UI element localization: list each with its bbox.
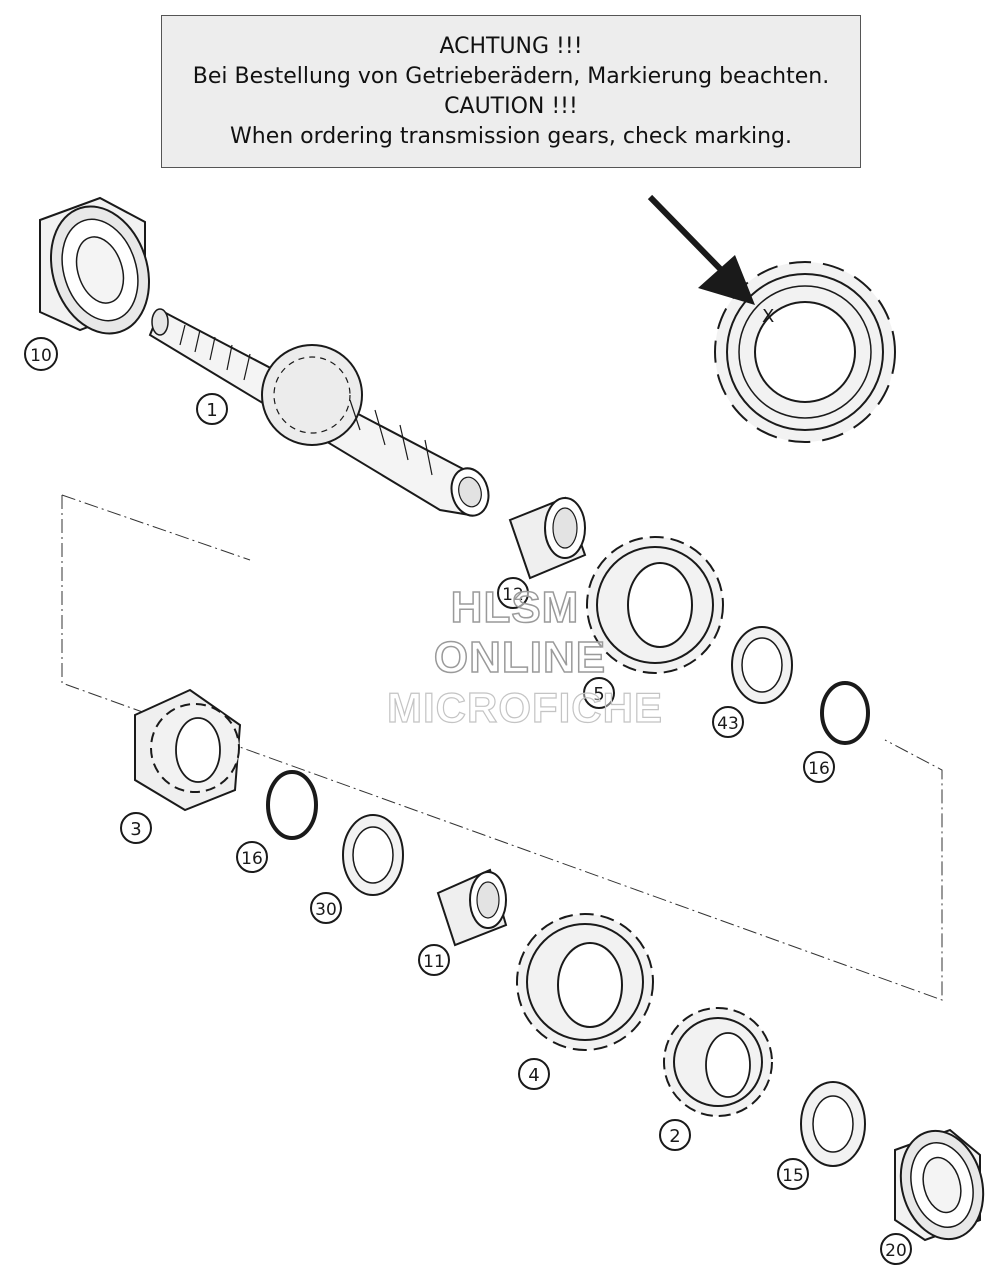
gear-3[interactable] [134,688,242,812]
callout-3: 3 [120,812,152,844]
svg-text:16: 16 [808,759,830,779]
svg-text:43: 43 [717,714,739,734]
notice-line-4: When ordering transmission gears, check … [230,124,792,149]
callout-15: 15 [777,1158,809,1190]
watermark-line-1: HLSM [450,582,580,633]
washer-15[interactable] [800,1081,866,1167]
assembly-outline-top [61,494,251,561]
notice-line-1: ACHTUNG !!! [439,34,583,59]
callout-4: 4 [518,1058,550,1090]
snap-ring-16-right[interactable] [820,681,870,745]
snap-ring-16-left[interactable] [266,770,318,840]
svg-text:3: 3 [130,819,141,840]
caution-notice: ACHTUNG !!! Bei Bestellung von Getrieber… [161,15,861,168]
assembly-outline [61,495,943,1001]
callout-43: 43 [712,706,744,738]
svg-text:5: 5 [593,684,604,705]
svg-text:30: 30 [315,900,337,920]
main-shaft-1[interactable] [148,308,494,520]
watermark-line-3: MICROFICHE [386,683,663,731]
callout-11: 11 [418,944,450,976]
callout-10: 10 [24,337,58,371]
callout-1: 1 [196,393,228,425]
bearing-20[interactable] [889,1122,995,1249]
svg-text:20: 20 [885,1241,907,1261]
marked-gear-detail: X [714,261,896,443]
gear-5[interactable] [586,536,724,674]
callout-16-right: 16 [803,751,835,783]
needle-bearing-11[interactable] [436,868,508,947]
gear-2[interactable] [663,1007,773,1117]
callout-16-left: 16 [236,841,268,873]
callout-5: 5 [583,677,615,709]
needle-bearing-12[interactable] [508,496,587,580]
callout-12: 12 [497,577,529,609]
callout-30: 30 [310,892,342,924]
svg-text:12: 12 [502,585,524,605]
callout-20: 20 [880,1233,912,1265]
svg-text:2: 2 [669,1126,680,1147]
watermark-line-2: ONLINE [433,632,607,683]
thrust-washer-30[interactable] [342,814,404,896]
notice-line-2: Bei Bestellung von Getrieberädern, Marki… [192,64,830,89]
gear-4[interactable] [516,913,654,1051]
svg-text:15: 15 [782,1166,804,1186]
svg-text:4: 4 [528,1065,539,1086]
notice-line-3: CAUTION !!! [444,94,578,119]
svg-text:11: 11 [423,952,445,972]
marking-symbol: X [762,306,774,327]
thrust-washer-43[interactable] [731,626,793,704]
marking-arrow [647,194,755,305]
svg-text:10: 10 [30,346,52,366]
callout-2: 2 [659,1119,691,1151]
bearing-10[interactable] [35,194,165,347]
svg-text:1: 1 [206,400,217,421]
svg-text:16: 16 [241,849,263,869]
